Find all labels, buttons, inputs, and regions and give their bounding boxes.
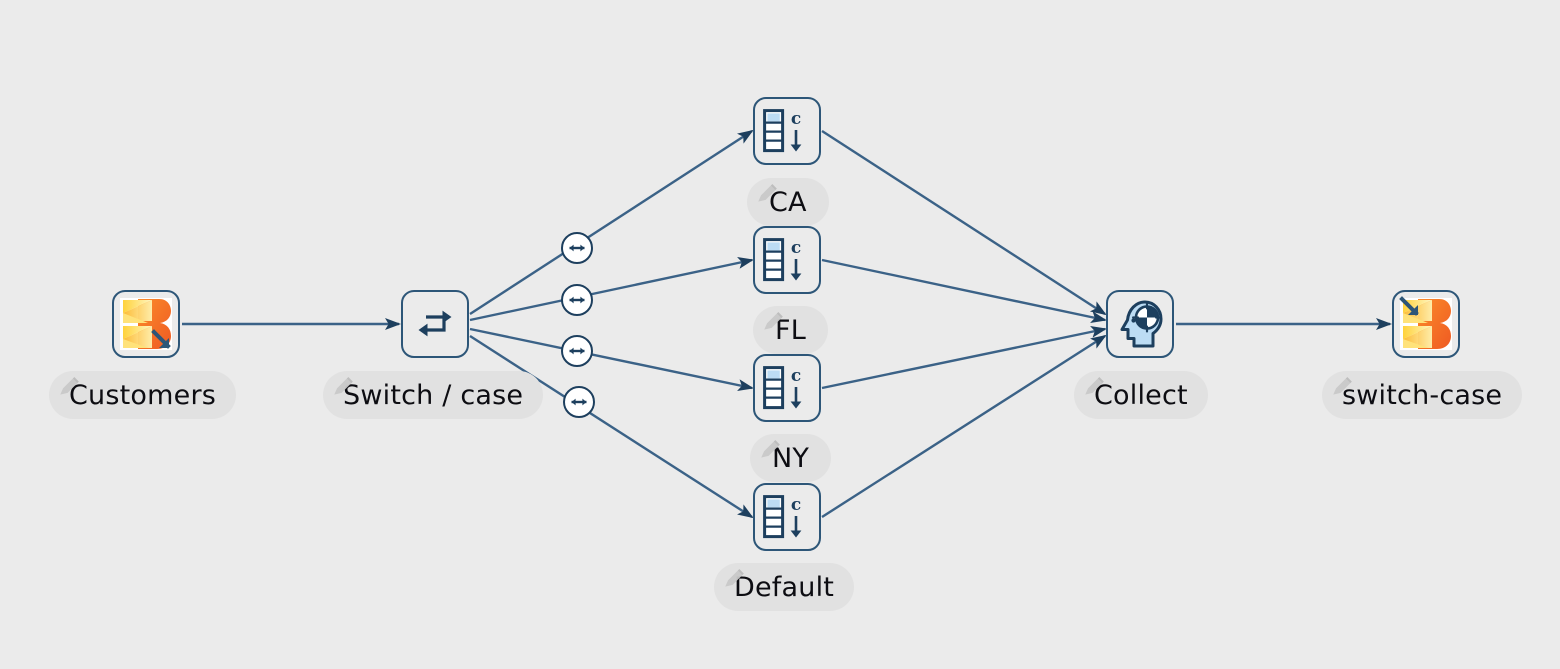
- edit-pencil-icon: [1085, 377, 1104, 395]
- node-customers[interactable]: [112, 290, 180, 358]
- edit-pencil-icon: [758, 184, 777, 202]
- node-branch-default[interactable]: c: [753, 483, 821, 551]
- edit-pencil-icon: [764, 312, 783, 330]
- bidirectional-arrow-icon: [569, 296, 585, 304]
- node-label-default[interactable]: Default: [714, 563, 855, 611]
- node-label-ca[interactable]: CA: [747, 178, 829, 226]
- edge-switch-to-fl: [469, 257, 754, 322]
- node-label-text: Collect: [1094, 379, 1188, 411]
- node-label-customers[interactable]: Customers: [49, 371, 237, 419]
- node-branch-fl[interactable]: c: [753, 226, 821, 294]
- node-label-text: CA: [769, 186, 807, 218]
- edit-pencil-icon: [1333, 377, 1352, 395]
- node-label-ny[interactable]: NY: [750, 434, 832, 482]
- edge-ny-to-collect: [821, 325, 1107, 390]
- node-switch-case-output[interactable]: [1392, 290, 1460, 358]
- node-label-text: Switch / case: [343, 379, 524, 411]
- edge-connector-ca[interactable]: [561, 232, 593, 264]
- edit-pencil-icon: [334, 377, 353, 395]
- edit-pencil-icon: [725, 569, 744, 587]
- edge-switch-to-ca: [469, 129, 754, 316]
- svg-text:c: c: [791, 109, 801, 129]
- edge-ca-to-collect: [821, 129, 1107, 316]
- bidirectional-arrow-icon: [571, 398, 587, 406]
- edge-connector-fl[interactable]: [561, 284, 593, 316]
- node-label-text: Customers: [69, 379, 217, 411]
- node-label-text: switch-case: [1342, 379, 1503, 411]
- bidirectional-arrow-icon: [569, 244, 585, 252]
- node-label-text: NY: [772, 442, 810, 474]
- head-target-icon: [1120, 300, 1163, 348]
- edge-fl-to-collect: [821, 258, 1107, 323]
- svg-text:c: c: [791, 495, 801, 515]
- edge-connector-default[interactable]: [563, 386, 595, 418]
- node-switch-case[interactable]: [401, 290, 469, 358]
- table-column-down-icon: c: [763, 366, 802, 410]
- table-column-down-icon: c: [763, 238, 802, 282]
- node-label-fl[interactable]: FL: [753, 306, 828, 354]
- bidirectional-arrow-icon: [569, 347, 585, 355]
- table-column-down-icon: c: [763, 495, 802, 539]
- table-column-down-icon: c: [763, 109, 802, 153]
- svg-text:c: c: [791, 366, 801, 386]
- node-label-switch-case-output[interactable]: switch-case: [1322, 371, 1523, 419]
- node-label-text: Default: [734, 571, 835, 603]
- switch-arrows-icon: [418, 310, 452, 337]
- node-label-text: FL: [775, 314, 806, 346]
- edge-switch-to-default: [469, 334, 754, 519]
- edge-default-to-collect: [821, 334, 1107, 519]
- bonobo-logo-in-icon: [1399, 296, 1452, 350]
- edit-pencil-icon: [60, 377, 79, 395]
- edge-connector-ny[interactable]: [561, 335, 593, 367]
- node-branch-ny[interactable]: c: [753, 354, 821, 422]
- edit-pencil-icon: [761, 440, 780, 458]
- svg-text:c: c: [791, 238, 801, 258]
- node-branch-ca[interactable]: c: [753, 97, 821, 165]
- node-label-switch-case[interactable]: Switch / case: [323, 371, 544, 419]
- bonobo-logo-out-icon: [120, 298, 172, 350]
- node-collect[interactable]: [1106, 290, 1174, 358]
- node-label-collect[interactable]: Collect: [1074, 371, 1208, 419]
